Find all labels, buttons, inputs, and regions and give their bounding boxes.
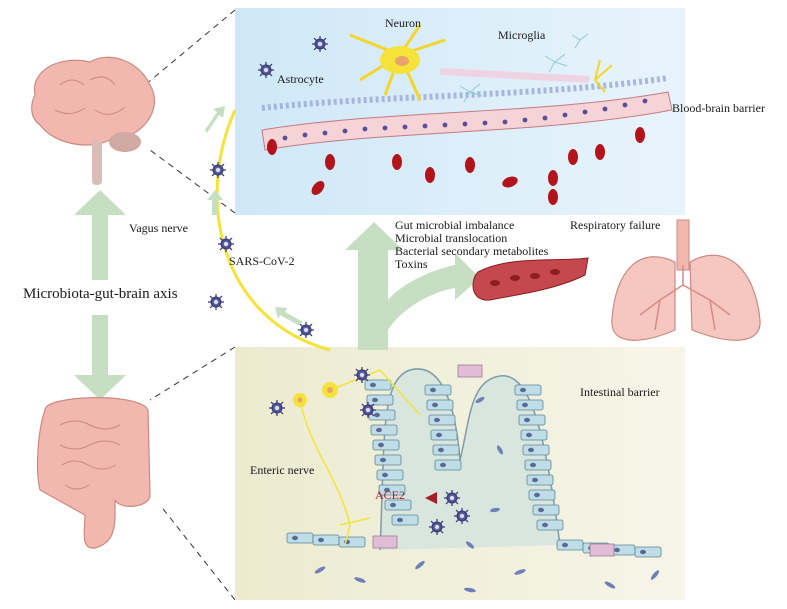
neuron-icon [349, 24, 613, 101]
intestinal-barrier-label: Intestinal barrier [580, 385, 660, 399]
effects-list: Gut microbial imbalance Microbial transl… [395, 219, 548, 271]
blood-brain-barrier-label: Blood-brain barrier [672, 101, 765, 115]
lungs-icon [611, 219, 761, 341]
brain-icon [31, 56, 156, 185]
effect-item: Bacterial secondary metabolites [395, 244, 549, 258]
effect-item: Microbial translocation [395, 231, 508, 245]
vagus-nerve [215, 109, 331, 352]
enteric-neurons [293, 382, 338, 407]
vagus-nerve-label: Vagus nerve [129, 221, 188, 235]
neuron-label: Neuron [385, 16, 421, 30]
effect-item: Toxins [395, 257, 428, 271]
ace2-label: ACE2 [375, 488, 405, 502]
effect-item: Gut microbial imbalance [395, 218, 515, 232]
gut-panel [235, 347, 685, 600]
microglia-icon [459, 33, 589, 103]
microglia-label: Microglia [498, 28, 546, 42]
zoom-lines [144, 9, 236, 601]
axis-label: Microbiota-gut-brain axis [23, 286, 178, 302]
intestine-icon [36, 397, 151, 549]
pathway-arrow [345, 222, 480, 350]
sars-cov-2-label: SARS-CoV-2 [229, 254, 295, 268]
astrocyte-label: Astrocyte [277, 72, 324, 86]
blood-vessel-icon [472, 257, 589, 301]
respiratory-failure-label: Respiratory failure [570, 218, 661, 232]
small-arrows [205, 106, 303, 325]
microbes [314, 396, 660, 593]
brain-panel [235, 8, 685, 215]
endothelial-cells [282, 98, 648, 141]
enteric-nerve-label: Enteric nerve [250, 463, 315, 477]
enteric-nerve [299, 369, 421, 546]
axis-arrows [74, 190, 126, 400]
